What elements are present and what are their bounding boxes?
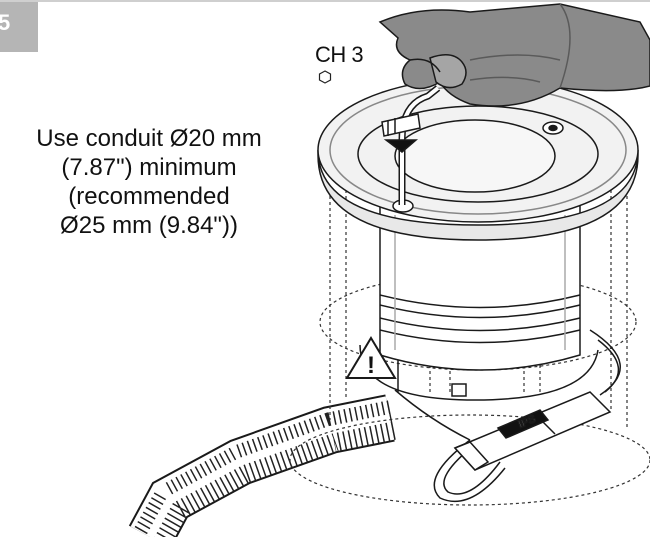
fixture-body bbox=[379, 204, 581, 371]
conduit-note-line-4: Ø25 mm (9.84")) bbox=[60, 212, 238, 239]
hex-key-tool bbox=[381, 85, 441, 205]
warning-symbol: ! bbox=[367, 352, 375, 379]
cable-connector: IPS bbox=[453, 391, 612, 471]
step-number: 5 bbox=[0, 10, 11, 35]
conduit-note-line-3: (recommended bbox=[68, 183, 230, 210]
conduit-hose bbox=[128, 394, 396, 537]
step-number-badge: 5 bbox=[0, 2, 38, 52]
hand bbox=[378, 3, 650, 107]
hex-key-icon bbox=[318, 70, 332, 84]
conduit-note-line-2: (7.87") minimum bbox=[61, 154, 237, 181]
conduit-note-line-1: Use conduit Ø20 mm bbox=[36, 125, 262, 152]
warning-icon: ! bbox=[345, 336, 397, 379]
conduit-note: Use conduit Ø20 mm (7.87") minimum (reco… bbox=[0, 124, 298, 240]
tool-label: CH 3 bbox=[315, 42, 364, 67]
top-rule bbox=[0, 0, 650, 2]
power-cable bbox=[394, 329, 621, 503]
